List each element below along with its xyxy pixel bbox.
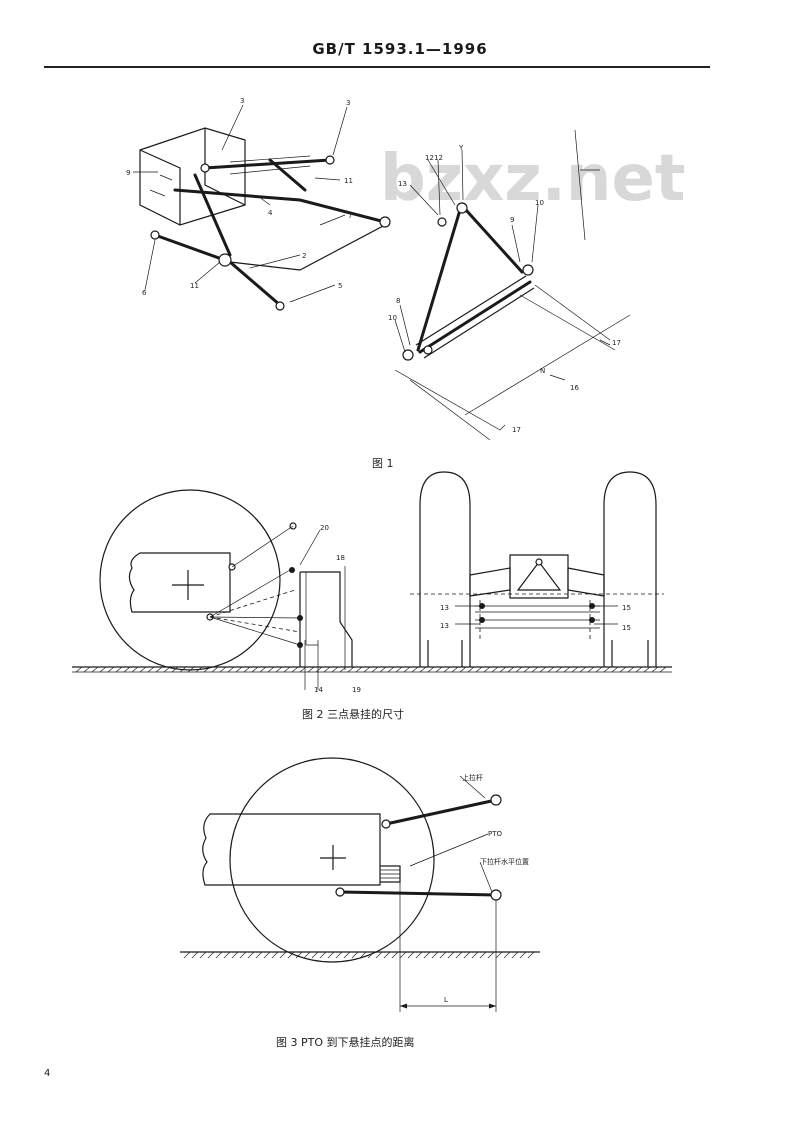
svg-text:13: 13 [440,622,449,630]
svg-text:7: 7 [348,212,352,220]
figure2-drawing [72,471,672,690]
figure1-right-drawing [394,129,631,441]
svg-text:8: 8 [396,297,400,305]
svg-text:N: N [540,367,545,375]
svg-text:3: 3 [346,99,350,107]
svg-text:上拉杆: 上拉杆 [462,773,483,782]
svg-text:3: 3 [240,97,244,105]
svg-text:18: 18 [336,554,345,562]
svg-text:6: 6 [142,289,147,297]
page-number: 4 [44,1068,51,1079]
header-rule [44,66,710,68]
figure2-callouts: 20 18 14 19 13 13 15 15 [314,524,631,694]
figure1-left-drawing [133,104,391,311]
svg-text:PTO: PTO [488,830,502,838]
svg-text:16: 16 [570,384,579,392]
svg-text:17: 17 [512,426,521,434]
svg-text:15: 15 [622,604,631,612]
figure3-labels: 上拉杆 PTO 下拉杆水平位置 L [444,773,529,1004]
svg-text:9: 9 [126,169,130,177]
svg-text:10: 10 [388,314,397,322]
svg-text:15: 15 [622,624,631,632]
svg-text:14: 14 [314,686,323,694]
svg-text:5: 5 [338,282,342,290]
svg-text:13: 13 [440,604,449,612]
figure3-drawing [180,757,540,1012]
standard-header: GB/T 1593.1—1996 [312,40,488,58]
svg-text:10: 10 [535,199,544,207]
svg-text:20: 20 [320,524,329,532]
figure1-right-callouts: 12 Y 13 12 10 9 8 17 N 16 17 10 [388,144,621,434]
svg-text:12: 12 [425,154,434,162]
svg-text:11: 11 [344,177,353,185]
svg-text:Y: Y [458,144,464,152]
figure3-caption: 图 3 PTO 到下悬挂点的距离 [276,1036,415,1049]
svg-text:L: L [444,996,448,1004]
svg-text:下拉杆水平位置: 下拉杆水平位置 [480,857,529,866]
svg-text:13: 13 [398,180,407,188]
svg-text:2: 2 [302,252,306,260]
svg-text:12: 12 [434,154,443,162]
svg-text:19: 19 [352,686,361,694]
svg-text:17: 17 [612,339,621,347]
svg-text:4: 4 [268,209,273,217]
figure2-caption: 图 2 三点悬挂的尺寸 [302,708,404,721]
svg-text:11: 11 [190,282,199,290]
svg-text:9: 9 [510,216,514,224]
watermark: bzxz.net [380,142,685,216]
figure1-caption: 图 1 [372,457,394,470]
figure1-left-callouts: 3 3 9 11 4 7 2 6 11 5 [126,97,353,297]
